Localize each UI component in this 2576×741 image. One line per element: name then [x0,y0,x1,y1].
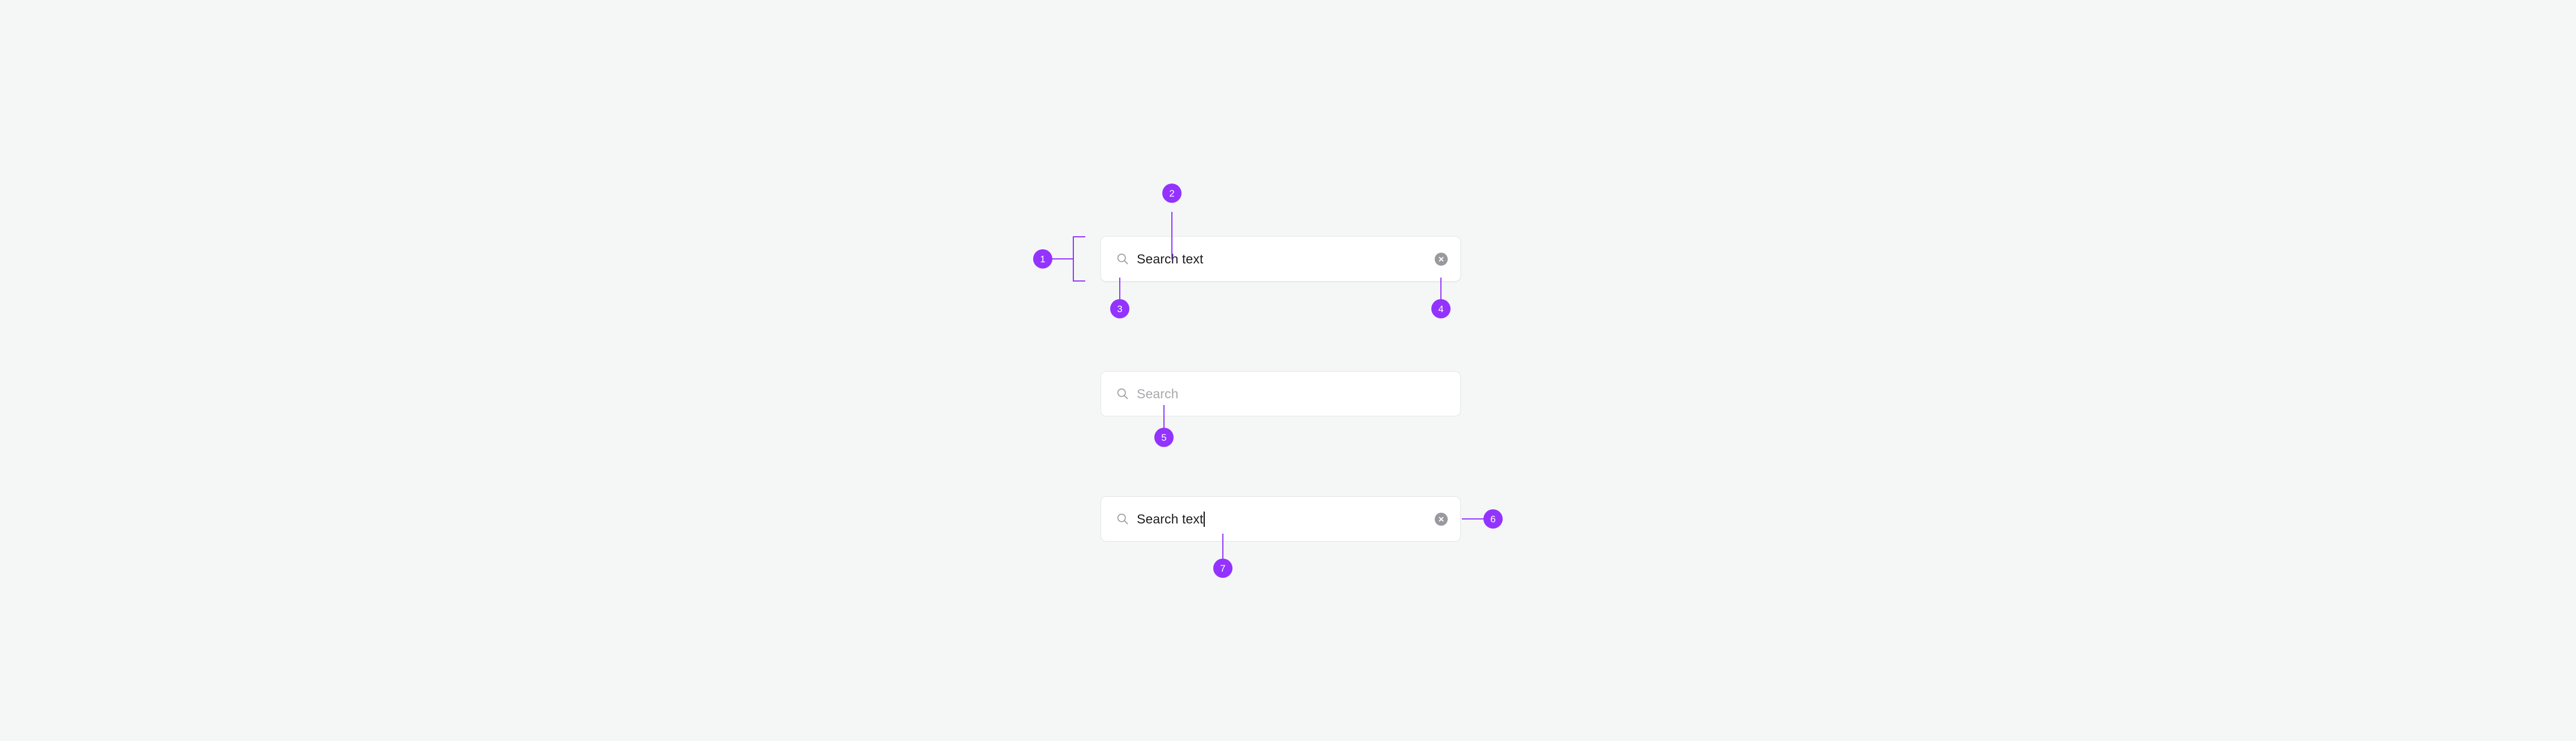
annotation-leader-5 [1163,405,1165,430]
annotation-leader-2 [1171,212,1172,259]
search-icon[interactable] [1116,512,1129,526]
annotation-marker-label: 6 [1490,513,1496,525]
search-value-text: Search text [1137,511,1204,526]
annotation-marker-label: 1 [1040,253,1046,265]
search-icon[interactable] [1116,387,1129,401]
search-value-text[interactable]: Search text [1137,252,1204,266]
clear-button[interactable] [1435,252,1448,266]
annotation-leader-3 [1119,278,1120,301]
search-field-focused[interactable]: Search text [1101,496,1461,542]
annotation-marker-label: 4 [1438,303,1444,314]
placeholder-text[interactable]: Search [1137,387,1179,401]
annotation-marker-6[interactable]: 6 [1483,509,1503,529]
search-field-empty[interactable]: Search [1101,371,1461,416]
annotation-marker-label: 3 [1117,303,1123,314]
clear-button[interactable] [1435,512,1448,526]
annotation-leader-4 [1440,278,1441,301]
annotation-marker-2[interactable]: 2 [1162,184,1182,203]
search-field-filled[interactable]: Search text [1101,236,1461,282]
focused-value-wrapper[interactable]: Search text [1137,511,1427,527]
annotation-marker-label: 5 [1161,432,1167,443]
annotation-leader-6 [1462,518,1485,519]
annotation-leader-7 [1222,534,1223,561]
annotation-bracket-1 [1073,236,1085,282]
annotation-marker-label: 2 [1169,188,1175,199]
annotation-marker-7[interactable]: 7 [1213,559,1232,578]
annotation-marker-3[interactable]: 3 [1110,299,1129,318]
annotation-marker-5[interactable]: 5 [1154,428,1174,447]
text-caret [1204,511,1205,527]
search-icon[interactable] [1116,252,1129,266]
annotation-leader-1 [1052,258,1073,259]
annotation-marker-4[interactable]: 4 [1431,299,1451,318]
annotation-marker-1[interactable]: 1 [1033,249,1052,269]
annotation-marker-label: 7 [1220,563,1226,574]
